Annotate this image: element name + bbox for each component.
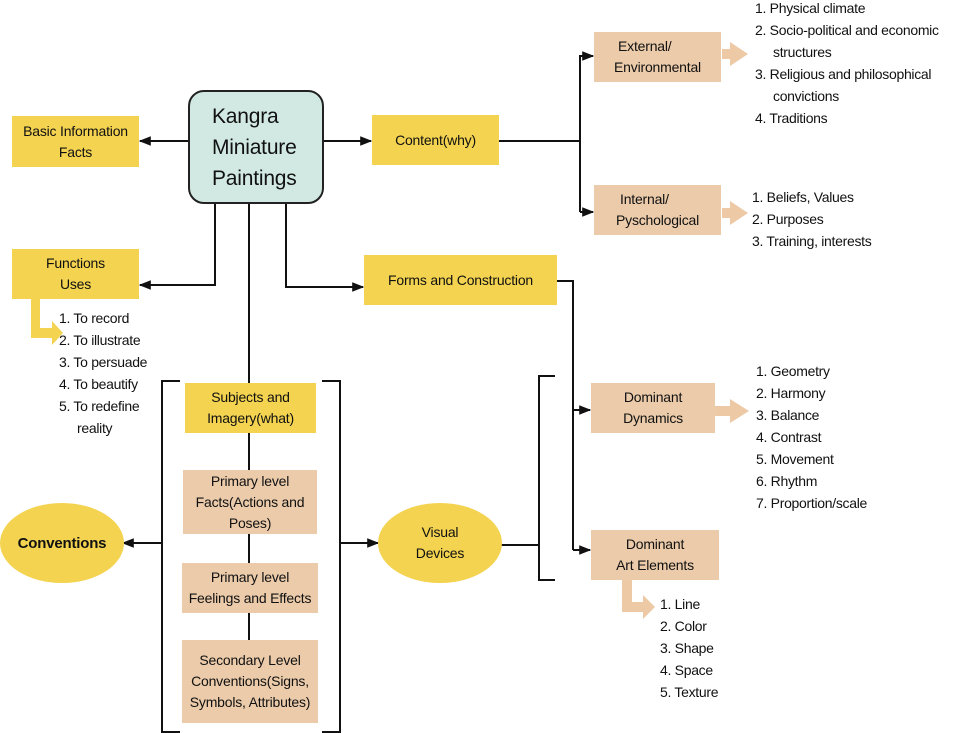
central-node[interactable]: Kangra Miniature Paintings xyxy=(188,90,324,204)
fat-arrow-internal xyxy=(722,201,748,225)
forms-node[interactable]: Forms and Construction xyxy=(364,255,557,305)
list-item: 3. Training, interests xyxy=(752,233,872,249)
secondary-conventions-node[interactable]: Secondary Level Conventions(Signs, Symbo… xyxy=(182,640,318,723)
list-item: 1. Line xyxy=(660,596,700,612)
list-item: 4. Traditions xyxy=(755,110,828,126)
list-item: 2. To illustrate xyxy=(59,332,141,348)
list-item: 3. Religious and philosophical xyxy=(755,66,932,82)
internal-node[interactable]: Internal/ Pyschological xyxy=(594,185,721,235)
edge-center-functions xyxy=(138,203,216,290)
list-item: 5. To redefine xyxy=(59,398,140,414)
list-item: 6. Rhythm xyxy=(756,473,818,489)
list-item: 5. Texture xyxy=(660,684,719,700)
art-elements-list: 1. Line 2. Color 3. Shape 4. Space 5. Te… xyxy=(660,593,719,703)
list-item: 2. Color xyxy=(660,618,707,634)
conventions-node[interactable]: Conventions xyxy=(0,503,124,583)
list-item-continuation: reality xyxy=(77,420,113,436)
external-node[interactable]: External/ Environmental xyxy=(594,32,721,82)
list-item-continuation: convictions xyxy=(773,88,839,104)
list-item: 1. Geometry xyxy=(756,363,830,379)
primary-feelings-node[interactable]: Primary level Feelings and Effects xyxy=(182,563,318,613)
list-item: 4. To beautify xyxy=(59,376,138,392)
fat-arrow-functions xyxy=(31,298,63,345)
visual-devices-node[interactable]: Visual Devices xyxy=(378,503,502,583)
edge-center-forms xyxy=(285,203,365,292)
list-item: 3. Shape xyxy=(660,640,714,656)
list-item: 4. Space xyxy=(660,662,713,678)
functions-list: 1. To record 2. To illustrate 3. To pers… xyxy=(59,307,147,439)
list-item: 7. Proportion/scale xyxy=(756,495,868,511)
dominant-art-elements-node[interactable]: Dominant Art Elements xyxy=(591,530,719,580)
list-item: 2. Socio-political and economic xyxy=(755,22,939,38)
list-item: 4. Contrast xyxy=(756,429,822,445)
bracket-left xyxy=(161,380,180,733)
list-item: 1. Physical climate xyxy=(755,0,866,16)
content-node[interactable]: Content(why) xyxy=(372,115,499,165)
list-item: 3. Balance xyxy=(756,407,820,423)
bracket-right xyxy=(322,380,341,733)
subjects-node[interactable]: Subjects and Imagery(what) xyxy=(185,383,316,433)
basic-info-node[interactable]: Basic Information Facts xyxy=(12,116,139,167)
fat-arrow-art xyxy=(622,580,655,619)
list-item: 2. Purposes xyxy=(752,211,824,227)
functions-node[interactable]: Functions Uses xyxy=(12,249,139,299)
list-item-continuation: structures xyxy=(773,44,832,60)
list-item: 3. To persuade xyxy=(59,354,148,370)
list-item: 1. Beliefs, Values xyxy=(752,189,854,205)
external-list: 1. Physical climate 2. Socio-political a… xyxy=(755,0,939,129)
fat-arrow-external xyxy=(722,42,748,66)
bracket-visual xyxy=(538,375,555,581)
list-item: 2. Harmony xyxy=(756,385,826,401)
dominant-dynamics-node[interactable]: Dominant Dynamics xyxy=(591,383,715,433)
dynamics-list: 1. Geometry 2. Harmony 3. Balance 4. Con… xyxy=(756,360,867,514)
internal-list: 1. Beliefs, Values 2. Purposes 3. Traini… xyxy=(752,186,872,252)
list-item: 1. To record xyxy=(59,310,130,326)
primary-facts-node[interactable]: Primary level Facts(Actions and Poses) xyxy=(183,470,317,534)
edge-forms-trunk xyxy=(557,280,574,550)
fat-arrow-dynamics xyxy=(715,399,749,423)
list-item: 5. Movement xyxy=(756,451,834,467)
